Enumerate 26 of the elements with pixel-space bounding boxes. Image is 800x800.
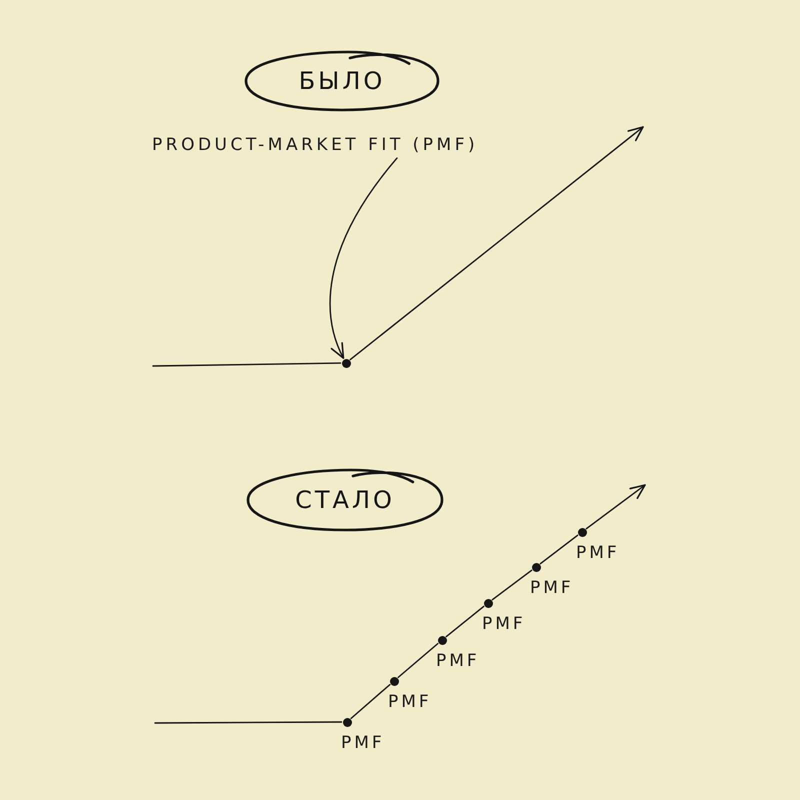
oval-label: СТАЛО	[246, 468, 444, 532]
arrow	[586, 484, 646, 530]
point-label: PMF	[341, 734, 385, 753]
dot-icon	[438, 636, 446, 644]
dot-icon	[484, 598, 492, 608]
oval-label: БЫЛО	[244, 50, 440, 112]
line	[446, 606, 484, 638]
dot-icon	[342, 718, 352, 726]
arrow	[350, 126, 644, 360]
line	[540, 534, 578, 564]
line	[492, 570, 532, 600]
dot-icon	[578, 528, 586, 536]
point-label: PMF	[576, 544, 620, 563]
annotation-text: PRODUCT-MARKET FIT (PMF)	[152, 134, 478, 156]
line	[154, 721, 342, 724]
leader-arrow	[330, 157, 398, 359]
dot-icon	[342, 358, 350, 368]
dot-icon	[532, 562, 540, 572]
point-label: PMF	[388, 693, 432, 712]
line	[350, 684, 391, 720]
dot-icon	[390, 676, 398, 686]
point-label: PMF	[530, 579, 574, 598]
point-label: PMF	[436, 652, 480, 671]
line	[152, 362, 342, 367]
point-label: PMF	[482, 615, 526, 634]
line	[398, 642, 438, 678]
